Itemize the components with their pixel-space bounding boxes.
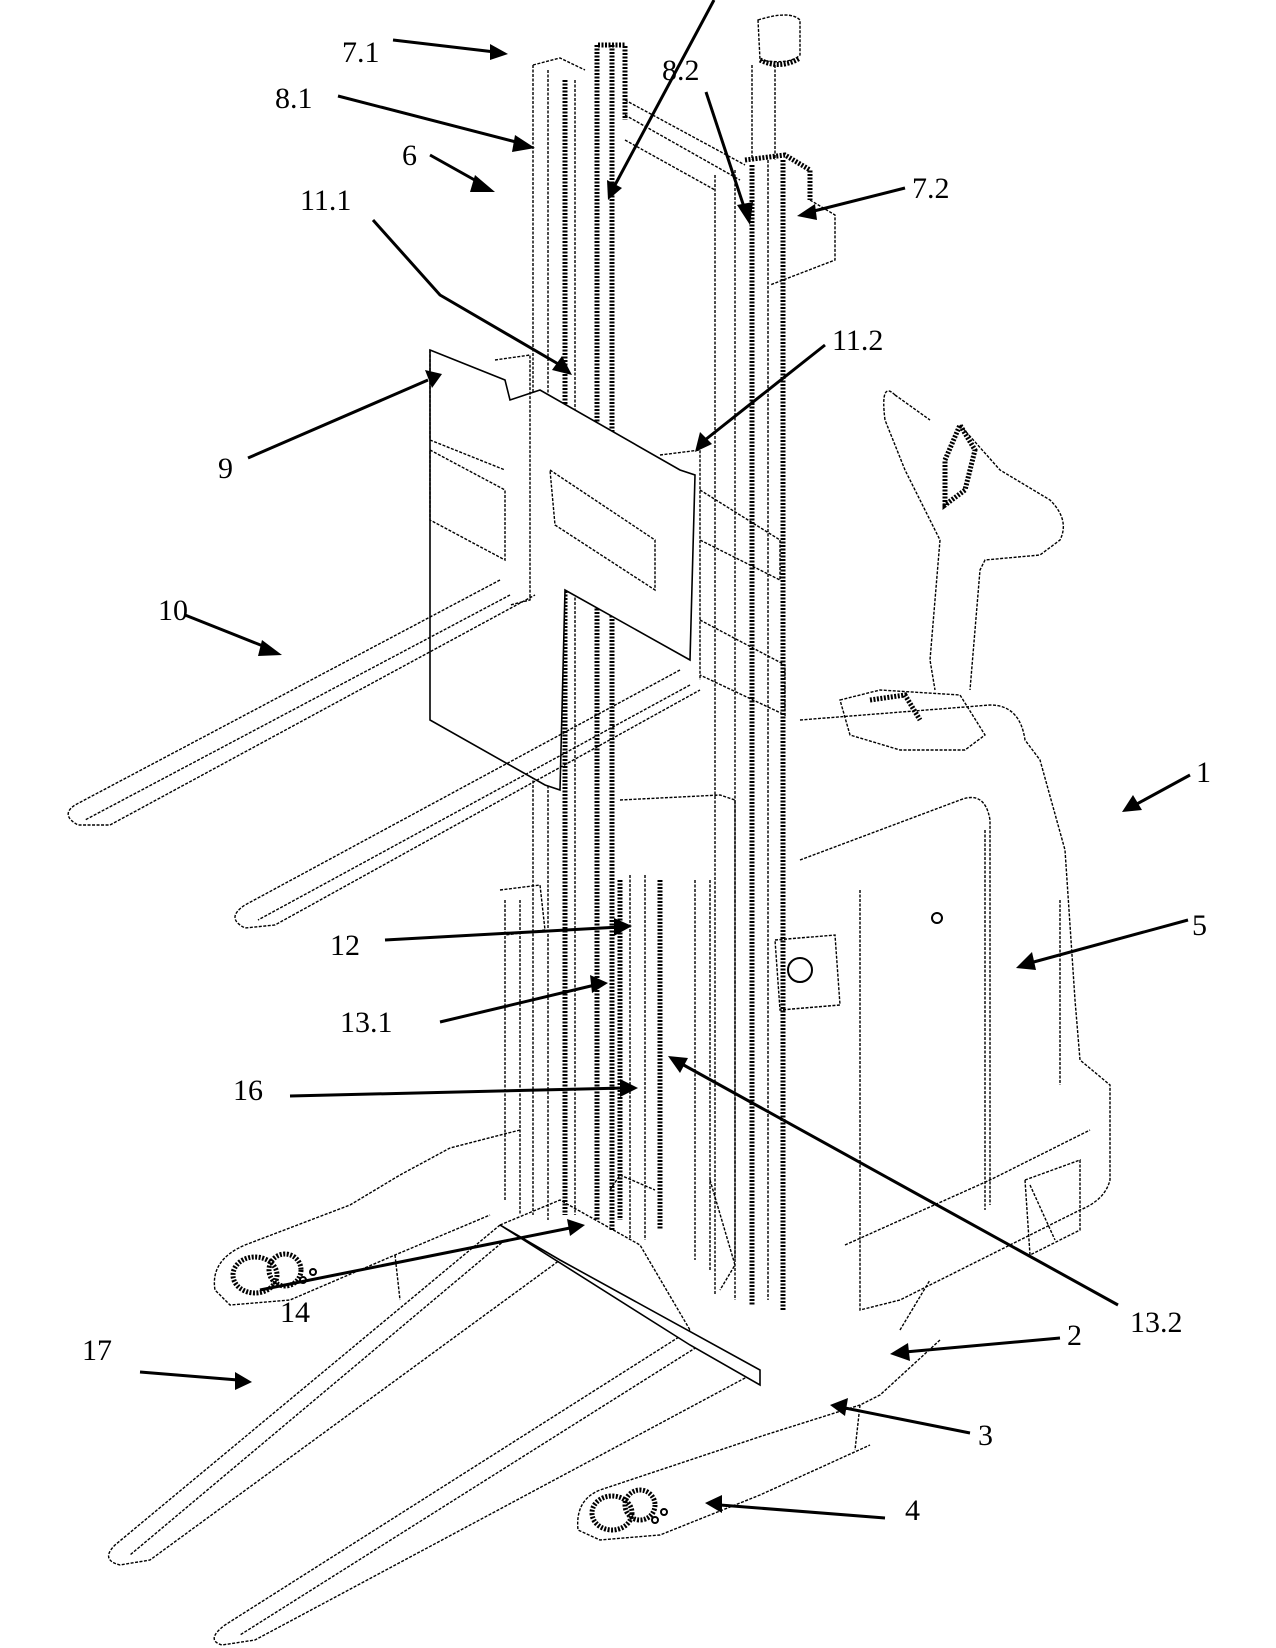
label-16: 16 (233, 1074, 638, 1107)
label-text-7-1: 7.1 (342, 36, 380, 69)
right-wheel-arm (576, 1279, 941, 1541)
label-7-1: 7.1 (342, 36, 508, 69)
label-8-1: 8.1 (275, 82, 535, 152)
label-text-17: 17 (82, 1334, 112, 1367)
label-text-11-2: 11.2 (832, 324, 883, 357)
label-2: 2 (890, 1319, 1082, 1361)
label-text-13-2: 13.2 (1130, 1306, 1183, 1339)
label-17: 17 (82, 1334, 252, 1390)
label-text-12: 12 (330, 929, 360, 962)
label-text-14: 14 (280, 1296, 310, 1329)
label-text-8-1: 8.1 (275, 82, 313, 115)
label-text-16: 16 (233, 1074, 263, 1107)
drive-housing (799, 704, 1111, 1311)
label-10: 10 (158, 594, 282, 656)
label-text-2: 2 (1067, 1319, 1082, 1352)
label-6: 6 (402, 139, 495, 192)
label-text-7-2: 7.2 (912, 172, 950, 205)
label-9: 9 (218, 370, 442, 485)
reference-labels: 7.1 8.1 6 8.2 7.2 11.1 (82, 0, 1211, 1527)
fork-carriage (67, 348, 786, 929)
label-text-10: 10 (158, 594, 188, 627)
left-wheel-arm (213, 1129, 521, 1306)
label-12: 12 (330, 918, 632, 962)
initial-lift-mast (499, 794, 736, 1291)
label-text-5: 5 (1192, 909, 1207, 942)
lower-forks (107, 1199, 761, 1646)
label-7-2: 7.2 (797, 172, 950, 220)
label-14: 14 (259, 1219, 585, 1329)
label-text-9: 9 (218, 452, 233, 485)
label-11-2: 11.2 (695, 324, 883, 452)
main-mast (532, 14, 841, 1310)
label-8-2: 8.2 (607, 0, 753, 225)
label-text-6: 6 (402, 139, 417, 172)
label-13-2: 13.2 (668, 1056, 1183, 1339)
label-3: 3 (830, 1398, 993, 1452)
label-4: 4 (705, 1494, 920, 1527)
label-text-4: 4 (905, 1494, 920, 1527)
label-text-11-1: 11.1 (300, 184, 351, 217)
label-text-1: 1 (1196, 756, 1211, 789)
tiller-handle (839, 390, 1064, 751)
truck-drawing (67, 14, 1111, 1646)
label-11-1: 11.1 (300, 184, 572, 375)
label-13-1: 13.1 (340, 975, 608, 1039)
label-1: 1 (1122, 756, 1211, 812)
label-text-8-2: 8.2 (662, 54, 700, 87)
label-text-3: 3 (978, 1419, 993, 1452)
label-5: 5 (1016, 909, 1207, 970)
label-text-13-1: 13.1 (340, 1006, 393, 1039)
